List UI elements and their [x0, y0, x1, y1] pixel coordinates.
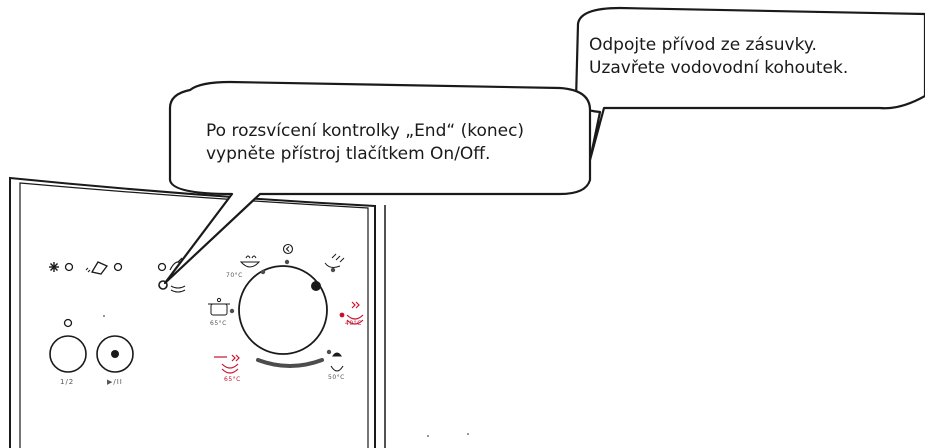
pot-65-icon [208, 297, 230, 316]
panel-dot [103, 315, 105, 317]
speck [467, 433, 469, 435]
temp-label-50: 50°C [328, 374, 345, 381]
temp-label-70: 70°C [226, 272, 243, 279]
salt-indicator-light [157, 262, 167, 272]
start-pause-dot [111, 350, 119, 358]
eco-40-icon [346, 301, 364, 325]
callout-1-line-2: Uzavřete vodovodní kohoutek. [589, 58, 849, 78]
callout-1-text: Odpojte přívod ze zásuvky. Uzavřete vodo… [589, 34, 848, 80]
temp-label-65-red: 65°C [224, 376, 241, 383]
callout-1-line-1: Odpojte přívod ze zásuvky. [589, 35, 817, 55]
quick-program-icon [324, 253, 345, 268]
callout-bubble-2 [163, 80, 592, 285]
half-load-indicator-light [63, 318, 73, 328]
half-load-label: 1/2 [60, 378, 75, 386]
start-pause-button[interactable] [96, 335, 134, 373]
callout-2-line-1: Po rozsvícení kontrolky „End“ (konec) [206, 121, 525, 141]
soak-50-icon [330, 352, 344, 372]
callout-bubble-1 [574, 6, 925, 162]
half-load-button[interactable] [49, 335, 87, 373]
auto-65-icon [214, 354, 240, 374]
end-indicator-icon [170, 285, 186, 293]
snowflake-indicator-light [64, 262, 74, 272]
speck [427, 435, 429, 437]
rinse-aid-icon [85, 261, 109, 275]
program-dial[interactable] [238, 265, 328, 355]
dial-range-arc [256, 358, 324, 368]
start-pause-label: ▶/II [107, 378, 123, 386]
rinse-program-icon [282, 243, 294, 255]
dial-pointer [311, 281, 321, 291]
control-panel [9, 176, 386, 448]
snowflake-icon [49, 262, 59, 272]
intensive-70-icon [239, 255, 261, 268]
temp-label-65-pot: 65°C [210, 320, 227, 327]
program-markers [229, 259, 345, 355]
callout-2-text: Po rozsvícení kontrolky „End“ (konec) vy… [206, 120, 524, 166]
end-indicator-light [158, 280, 168, 290]
rinse-aid-indicator-light [113, 262, 123, 272]
callout-2-line-2: vypněte přístroj tlačítkem On/Off. [206, 144, 491, 164]
temp-label-40: 40°C [345, 320, 362, 327]
